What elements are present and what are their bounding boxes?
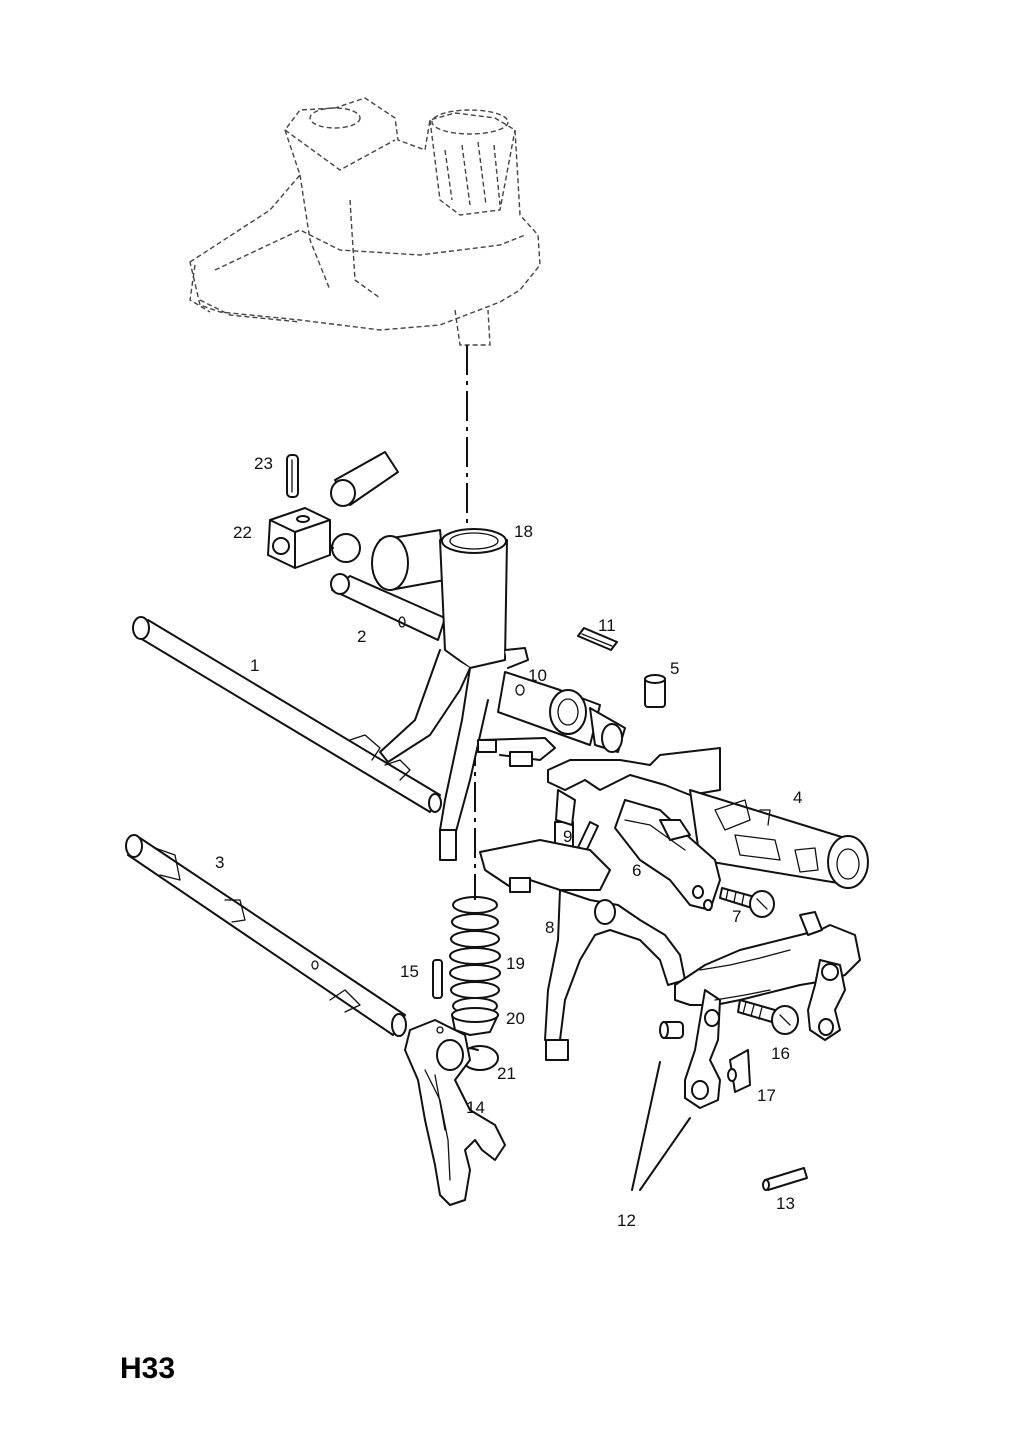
part-5-bush bbox=[644, 674, 666, 708]
callout-8: 8 bbox=[545, 918, 554, 937]
callout-18: 18 bbox=[514, 522, 533, 541]
diagram-code: H33 bbox=[120, 1352, 175, 1385]
callout-17: 17 bbox=[757, 1086, 776, 1105]
callout-21: 21 bbox=[497, 1064, 516, 1083]
part-22-selector-block bbox=[267, 507, 361, 569]
callout-13: 13 bbox=[776, 1194, 795, 1213]
part-12-bush bbox=[659, 1021, 684, 1039]
callout-19: 19 bbox=[506, 954, 525, 973]
part-14-shift-fork bbox=[404, 1019, 506, 1206]
part-18-selector-lever bbox=[371, 528, 529, 861]
callout-14: 14 bbox=[466, 1098, 485, 1117]
callout-5: 5 bbox=[670, 659, 679, 678]
part-4-shift-fork bbox=[547, 747, 869, 889]
part-6-interlock-plate bbox=[614, 799, 721, 911]
callout-3: 3 bbox=[215, 853, 224, 872]
part-11-roll-pin bbox=[577, 627, 618, 651]
part-23-pin bbox=[286, 454, 299, 498]
callout-11: 11 bbox=[598, 616, 616, 635]
callout-6: 6 bbox=[632, 861, 641, 880]
callout-16: 16 bbox=[771, 1044, 790, 1063]
part-7-screw bbox=[719, 887, 775, 918]
callout-10: 10 bbox=[528, 666, 547, 685]
callout-4: 4 bbox=[793, 788, 802, 807]
callout-20: 20 bbox=[506, 1009, 525, 1028]
part-10-selector-fork bbox=[477, 671, 626, 767]
part-17-clip bbox=[727, 1049, 751, 1093]
short-rod bbox=[330, 451, 399, 507]
callout-23: 23 bbox=[254, 454, 273, 473]
callout-1: 1 bbox=[250, 656, 259, 675]
part-1-shaft bbox=[132, 616, 442, 813]
part-12-interlock-bracket bbox=[631, 911, 861, 1191]
part-8-shift-fork bbox=[479, 839, 686, 1061]
callout-labels: 1 2 3 4 5 6 7 8 9 10 11 12 13 14 15 16 1… bbox=[215, 454, 802, 1230]
callout-12: 12 bbox=[617, 1211, 636, 1230]
part-20-spring-cup bbox=[451, 1007, 499, 1036]
part-19-spring bbox=[449, 896, 501, 1015]
gearbox-housing-ghost bbox=[189, 97, 541, 346]
part-15-pin bbox=[432, 959, 443, 999]
assembly-axis-line bbox=[466, 345, 476, 900]
callout-2: 2 bbox=[357, 627, 366, 646]
callout-7: 7 bbox=[732, 907, 741, 926]
part-3-shaft bbox=[125, 834, 407, 1037]
part-13-roll-pin bbox=[762, 1167, 808, 1191]
callout-15: 15 bbox=[400, 962, 419, 981]
part-16-screw bbox=[737, 999, 799, 1035]
callout-22: 22 bbox=[233, 523, 252, 542]
callout-9: 9 bbox=[563, 827, 572, 846]
